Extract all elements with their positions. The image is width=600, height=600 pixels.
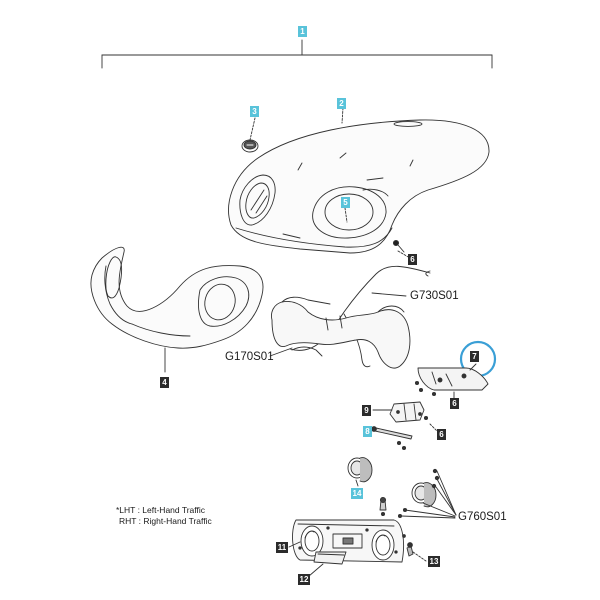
callout-8: 8 [363, 426, 372, 437]
callout-7: 7 [470, 351, 479, 362]
callout-1: 1 [298, 26, 307, 37]
code-g170: G170S01 [225, 351, 274, 363]
assembly-bracket [101, 39, 493, 69]
hinge-bracket [372, 401, 438, 432]
legend-rht: RHT : Right-Hand Traffic [119, 516, 212, 526]
lamp-left [347, 457, 373, 487]
lamp-panel [288, 519, 406, 563]
bracket-plate [414, 363, 489, 401]
lower-bezel [90, 246, 264, 373]
callout-12: 12 [298, 574, 310, 585]
callout-6-bracket: 6 [437, 429, 446, 440]
callout-14: 14 [351, 488, 363, 499]
code-g730: G730S01 [410, 290, 459, 302]
callout-5: 5 [341, 197, 350, 208]
callout-4: 4 [160, 377, 169, 388]
badge-emblem [241, 139, 259, 153]
callout-6-top: 6 [408, 254, 417, 265]
screw-top [392, 239, 411, 259]
callout-13: 13 [428, 556, 440, 567]
callout-3: 3 [250, 106, 259, 117]
legend-lht: *LHT : Left-Hand Traffic [116, 505, 205, 515]
bolt [371, 426, 413, 451]
callout-11: 11 [276, 542, 288, 553]
foam-pad-g170 [269, 296, 411, 369]
callout-2: 2 [337, 98, 346, 109]
callout-9: 9 [362, 405, 371, 416]
code-g760: G760S01 [458, 511, 507, 523]
callout-6-plate: 6 [450, 398, 459, 409]
screw-14 [379, 496, 387, 517]
lamp-right [397, 468, 457, 519]
hood-cover [228, 107, 490, 254]
small-cover [308, 551, 347, 577]
screw-13 [406, 542, 427, 562]
